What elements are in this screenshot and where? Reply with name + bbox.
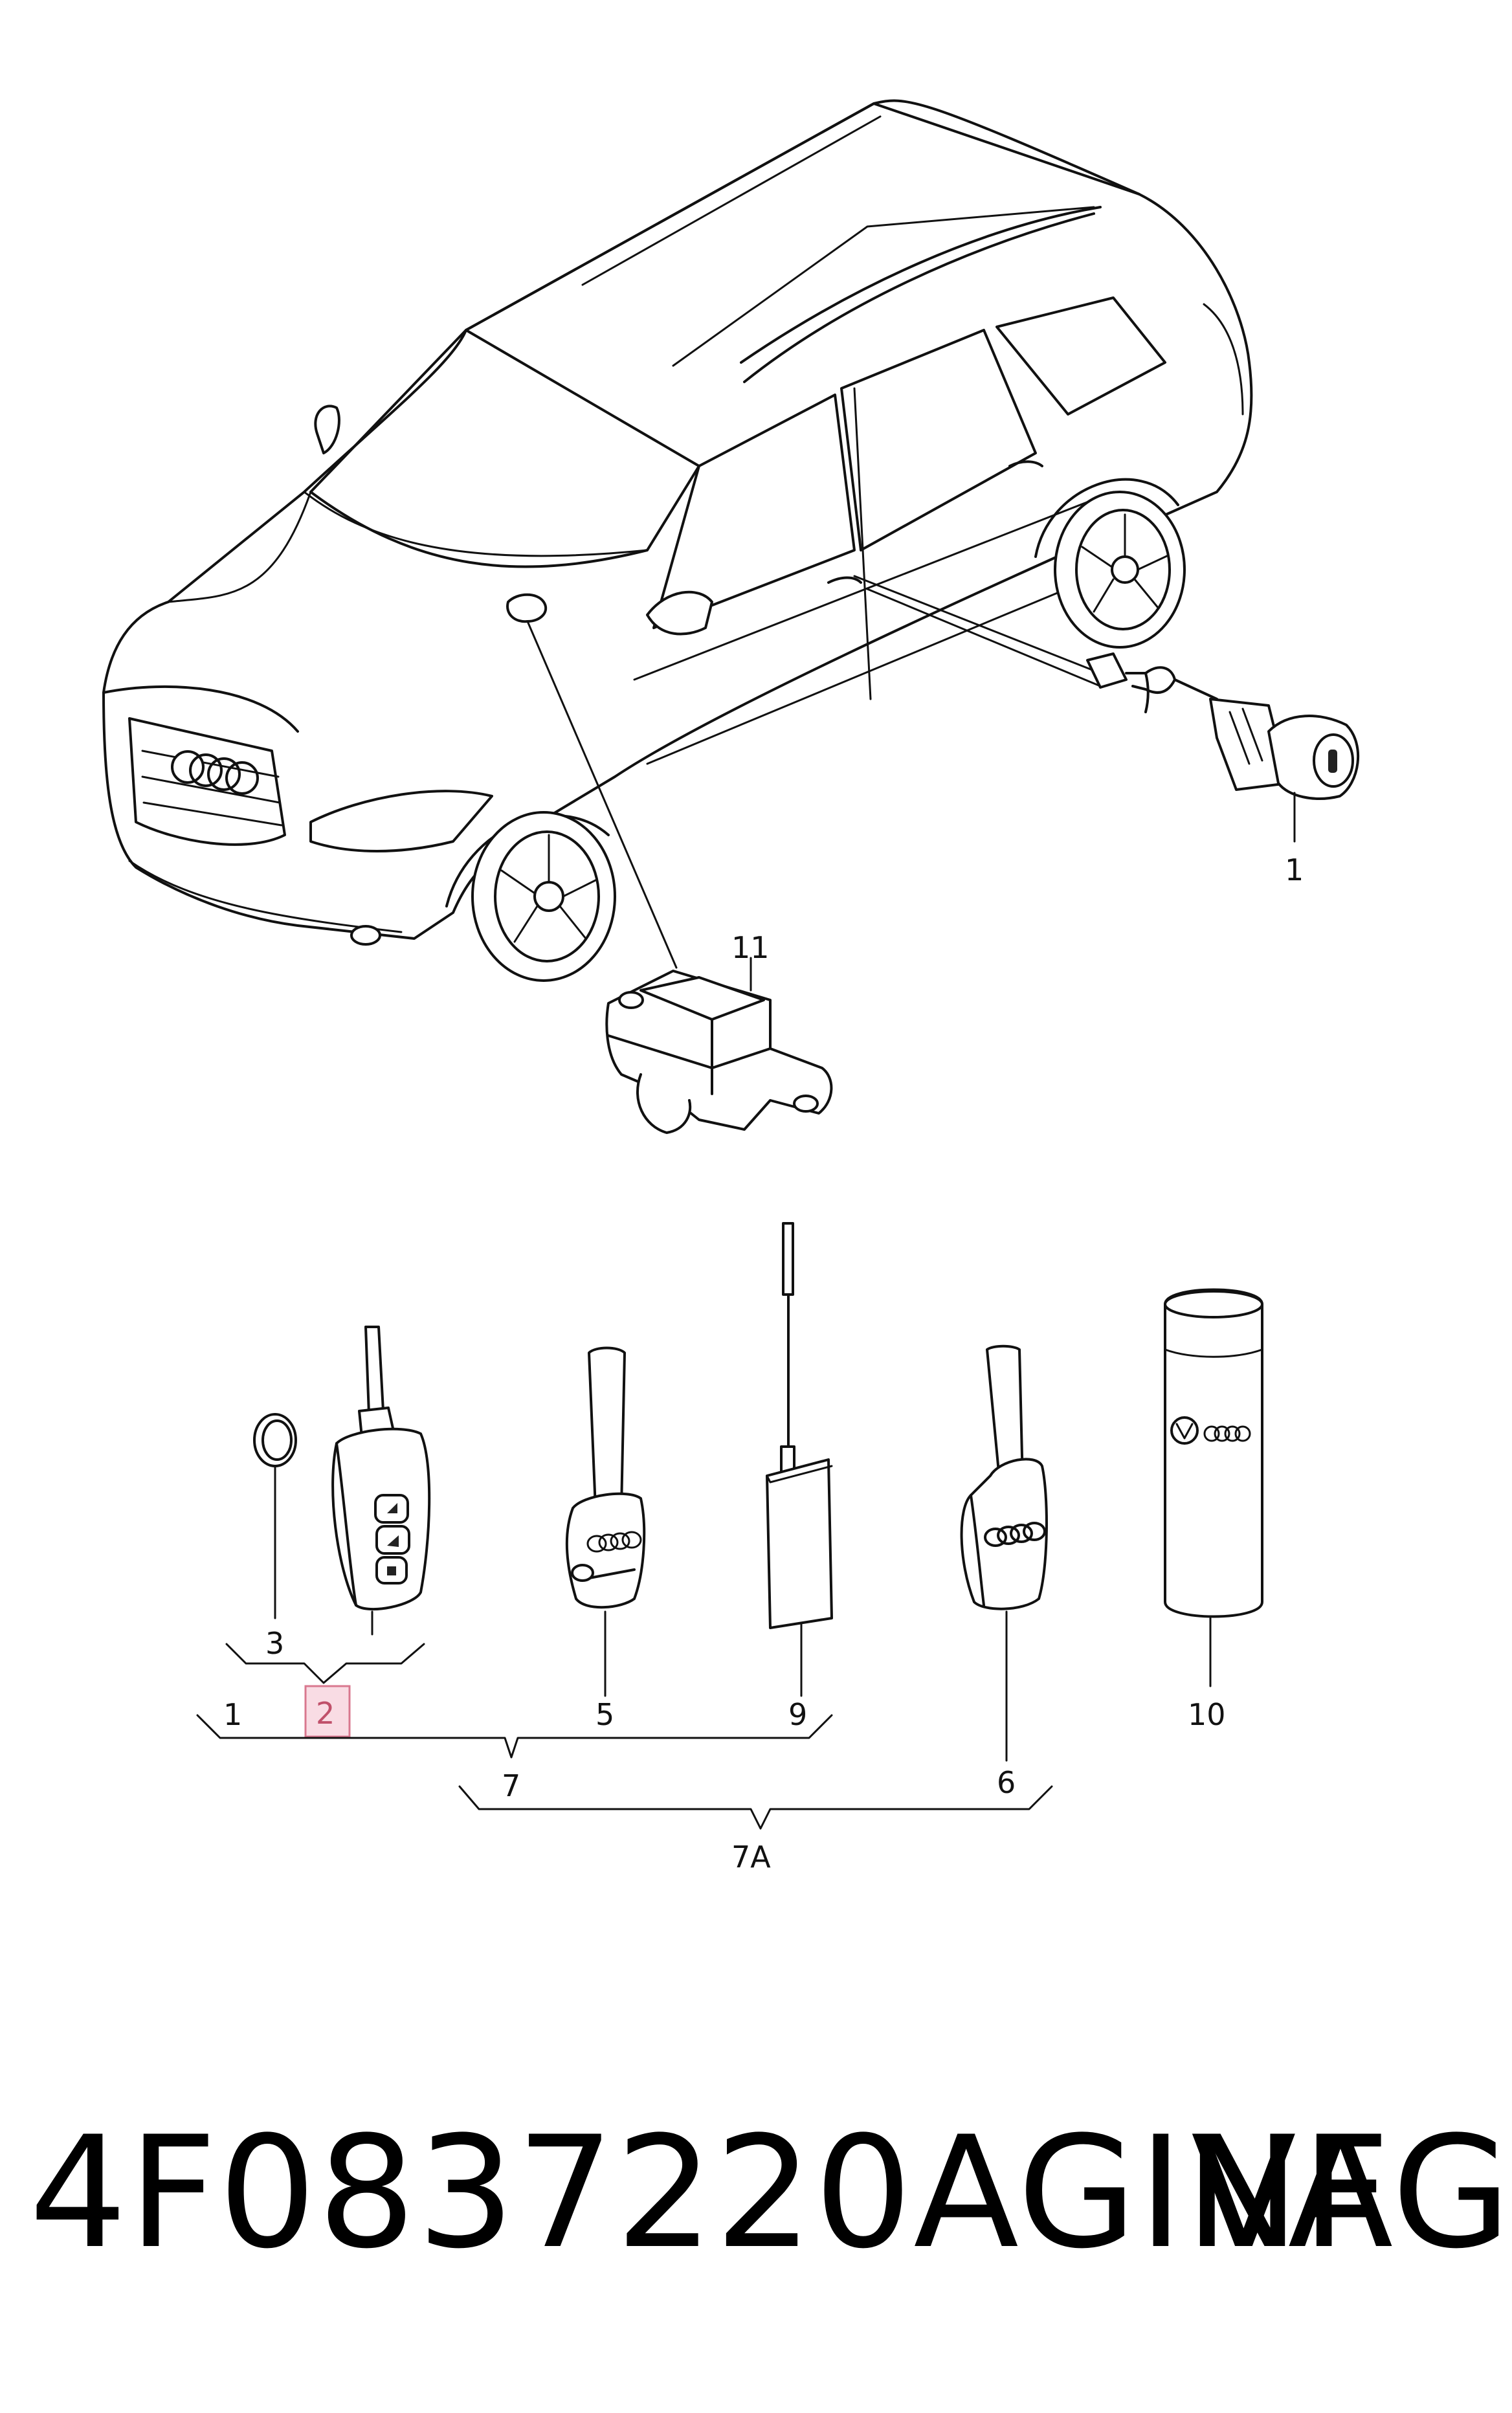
sensor-unit: [605, 957, 833, 1134]
audi-rings-key: [586, 1531, 642, 1553]
callout-group-7: 7: [502, 1768, 520, 1803]
spray-can: [1164, 1288, 1263, 1687]
antenna-module: [766, 1222, 833, 1697]
coin-battery: [253, 1413, 297, 1619]
front-wheel: [445, 811, 616, 982]
callout-key-blade-set: 5: [595, 1697, 614, 1732]
car-illustration: [102, 99, 1253, 982]
key-blade: [565, 1346, 646, 1697]
rear-wheel: [1034, 478, 1186, 649]
callout-emergency-key: 6: [997, 1765, 1016, 1800]
callout-antenna-set: 9: [788, 1697, 807, 1732]
callout-spray-can: 10: [1188, 1697, 1226, 1732]
door-lock-cylinder: [1086, 652, 1360, 843]
callout-sensor-unit: 11: [731, 930, 770, 965]
audi-rings-can: [1203, 1425, 1251, 1442]
bracket-battery-key: [225, 1643, 425, 1684]
callout-remote-key-highlight[interactable]: [304, 1685, 351, 1738]
audi-rings-grille: [171, 750, 259, 795]
bracket-group-7: [196, 1714, 833, 1759]
callout-remote-key-set: 1: [223, 1697, 242, 1732]
callout-door-lock-cylinder: 1: [1285, 852, 1304, 887]
audi-rings-emergency-key: [984, 1522, 1046, 1547]
callout-group-7a: 7A: [731, 1840, 771, 1874]
callout-remote-key[interactable]: 2: [316, 1696, 335, 1731]
part-number: 4F0837220AGINF: [29, 2104, 1392, 2283]
callout-battery: 3: [265, 1626, 284, 1661]
bracket-group-7a: [458, 1785, 1053, 1830]
brand-name: VAG: [1191, 2104, 1512, 2283]
remote-flip-key: [331, 1326, 431, 1636]
emergency-key: [960, 1344, 1048, 1762]
